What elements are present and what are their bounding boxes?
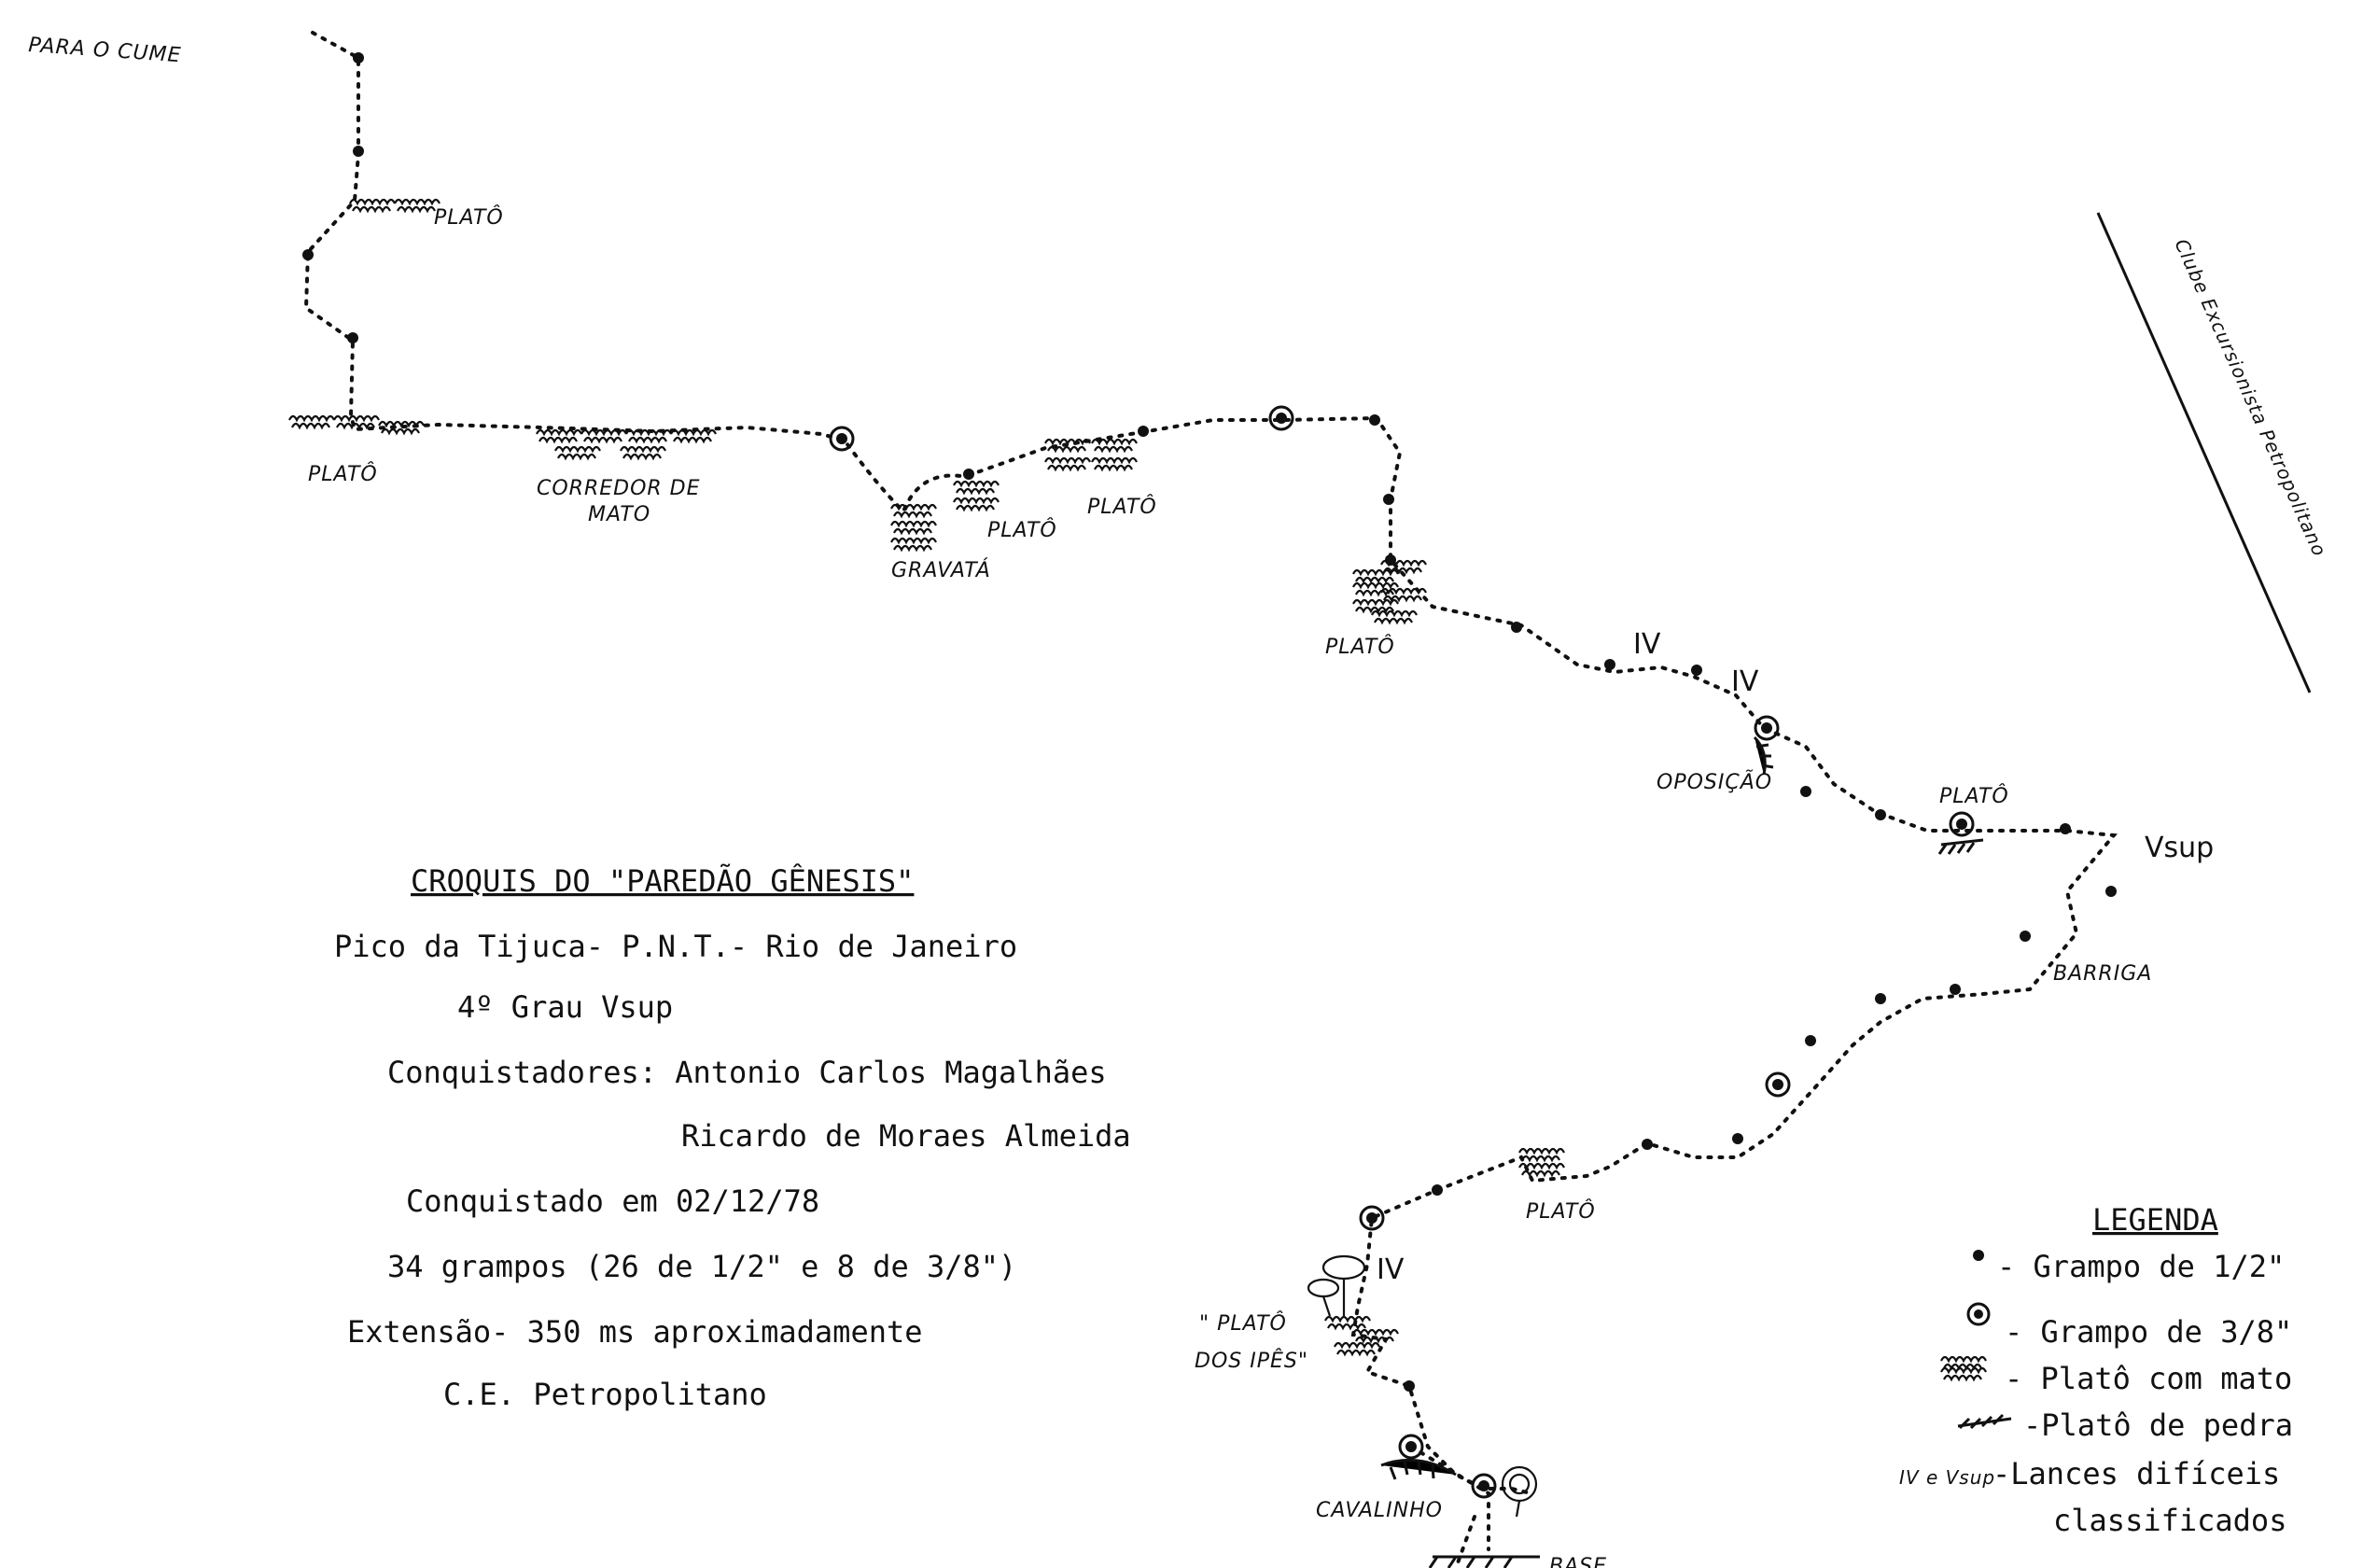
- label-vsup: Vsup: [2145, 832, 2214, 864]
- bolt-half-marker: [1432, 1184, 1443, 1196]
- legend-item-1: - Grampo de 1/2": [1997, 1249, 2285, 1284]
- bolt-half-markers: [302, 52, 2117, 1392]
- legend-difficult-prefix: IV e Vsup: [1899, 1466, 1995, 1489]
- stone-plateau-symbol: [1380, 1458, 1457, 1480]
- label-plato-mid: PLATÔ: [1087, 495, 1157, 519]
- info-grade: 4º Grau Vsup: [457, 989, 673, 1025]
- legend-grass-icon: [1939, 1355, 1988, 1381]
- legend-item-2: - Grampo de 3/8": [2005, 1314, 2292, 1350]
- tree-symbol: [1501, 1465, 1538, 1518]
- bolt-half-marker: [963, 469, 974, 480]
- label-iv-3: IV: [1377, 1253, 1405, 1286]
- info-club: C.E. Petropolitano: [443, 1377, 767, 1412]
- info-title: CROQUIS DO "PAREDÃO GÊNESIS": [411, 863, 914, 899]
- legend-item-3: - Platô com mato: [2005, 1361, 2292, 1396]
- legend-title: LEGENDA: [2092, 1202, 2218, 1238]
- label-iv-2: IV: [1731, 665, 1759, 698]
- label-corredor-2: MATO: [588, 503, 650, 526]
- label-plato-ipes-1: " PLATÔ: [1199, 1311, 1287, 1336]
- grass-plateau-symbol: [889, 503, 938, 552]
- bolt-half-marker: [1800, 786, 1811, 797]
- bolt-half-marker: [1383, 494, 1394, 505]
- bolt-half-marker: [353, 52, 364, 63]
- label-plato-ipes-2: DOS IPÊS": [1195, 1349, 1308, 1373]
- grass-plateau-symbol: [1043, 438, 1139, 471]
- info-location: Pico da Tijuca- P.N.T.- Rio de Janeiro: [334, 929, 1017, 964]
- bolt-half-marker: [1732, 1133, 1743, 1144]
- label-plato-big: PLATÔ: [1325, 635, 1395, 659]
- tree-symbol: [1307, 1254, 1366, 1317]
- label-plato-stone: PLATÔ: [1939, 784, 2009, 808]
- grass-plateau-symbol: [535, 428, 718, 460]
- bolt-three-eighths-marker: [1949, 811, 1975, 837]
- grass-plateau-symbol: [1517, 1147, 1566, 1177]
- label-iv-1: IV: [1633, 628, 1661, 661]
- bolt-half-marker: [1385, 554, 1396, 566]
- legend: LEGENDA - Grampo de 1/2" - Grampo de 3/8…: [1899, 1202, 2293, 1538]
- top-label: PARA O CUME: [28, 34, 183, 67]
- bolt-three-eighths-marker: [1754, 715, 1780, 741]
- legend-bolt-three-eighths-icon: [1966, 1302, 1991, 1326]
- bolt-half-marker: [1511, 622, 1522, 633]
- slab-line: [2096, 212, 2312, 693]
- plateau-stone-symbols: [1380, 735, 1984, 1568]
- bolt-half-marker: [1691, 665, 1702, 676]
- label-plato-gravata: PLATÔ: [987, 518, 1057, 542]
- bolt-three-eighths-markers: [829, 405, 1975, 1499]
- info-date: Conquistado em 02/12/78: [406, 1183, 819, 1219]
- bolt-half-marker: [2105, 886, 2117, 897]
- bolt-half-marker: [353, 146, 364, 157]
- bolt-half-marker: [1642, 1139, 1653, 1150]
- diagonal-note: Clube Excursionista Petropolitano: [2170, 235, 2330, 560]
- bolt-three-eighths-marker: [1359, 1205, 1385, 1231]
- label-barriga: BARRIGA: [2053, 962, 2152, 986]
- label-plato-left: PLATÔ: [308, 462, 378, 486]
- bolt-half-marker: [347, 332, 358, 343]
- legend-item-5-cont: classificados: [2053, 1503, 2286, 1538]
- label-plato-top: PLATÔ: [434, 205, 504, 230]
- bolt-three-eighths-marker: [1765, 1071, 1791, 1098]
- stone-plateau-symbol: [1753, 735, 1774, 776]
- info-extension: Extensão- 350 ms aproximadamente: [347, 1314, 923, 1350]
- bolt-three-eighths-marker: [829, 426, 855, 452]
- tree-symbols: [1307, 1254, 1538, 1518]
- bolt-half-marker: [1805, 1035, 1816, 1046]
- info-conquerors: Conquistadores: Antonio Carlos Magalhães: [387, 1055, 1107, 1090]
- grass-plateau-symbol: [348, 198, 441, 213]
- bolt-half-marker: [1604, 659, 1615, 670]
- grass-plateau-symbol: [1351, 559, 1428, 624]
- legend-item-4: -Platô de pedra: [2023, 1407, 2293, 1443]
- bolt-three-eighths-marker: [1398, 1434, 1424, 1460]
- grass-plateau-symbol: [287, 414, 426, 435]
- label-cavalinho: CAVALINHO: [1316, 1499, 1443, 1522]
- legend-bolt-half-icon: [1973, 1250, 1984, 1261]
- info-bolts: 34 grampos (26 de 1/2" e 8 de 3/8"): [387, 1249, 1016, 1284]
- label-corredor-1: CORREDOR DE: [537, 477, 701, 500]
- label-gravata: GRAVATÁ: [891, 558, 991, 582]
- label-base: BASE: [1549, 1555, 1607, 1568]
- route-line: [303, 31, 2118, 1495]
- bolt-half-marker: [1875, 809, 1886, 820]
- bolt-half-marker: [1404, 1380, 1415, 1392]
- label-plato-lower: PLATÔ: [1526, 1199, 1596, 1224]
- grass-plateau-symbol: [952, 480, 1000, 511]
- stone-plateau-symbol: [1428, 1555, 1540, 1568]
- bolt-half-marker: [302, 249, 314, 260]
- info-block: CROQUIS DO "PAREDÃO GÊNESIS" Pico da Tij…: [334, 863, 1131, 1412]
- bolt-half-marker: [1875, 993, 1886, 1004]
- bolt-half-marker: [1138, 426, 1149, 437]
- bolt-half-marker: [2060, 823, 2071, 834]
- stone-plateau-symbol: [1937, 838, 1984, 855]
- legend-stone-icon: [1957, 1413, 2012, 1430]
- plateau-grass-symbols: [287, 198, 1566, 1356]
- bolt-half-marker: [2020, 931, 2031, 942]
- legend-item-5: -Lances difíceis: [1992, 1456, 2280, 1491]
- bolt-half-marker: [1369, 414, 1380, 426]
- label-oposicao: OPOSIÇÃO: [1657, 769, 1772, 794]
- bolt-three-eighths-marker: [1471, 1473, 1497, 1499]
- bolt-three-eighths-marker: [1268, 405, 1294, 431]
- bolt-half-marker: [1950, 984, 1961, 995]
- info-conqueror-2: Ricardo de Moraes Almeida: [681, 1118, 1131, 1154]
